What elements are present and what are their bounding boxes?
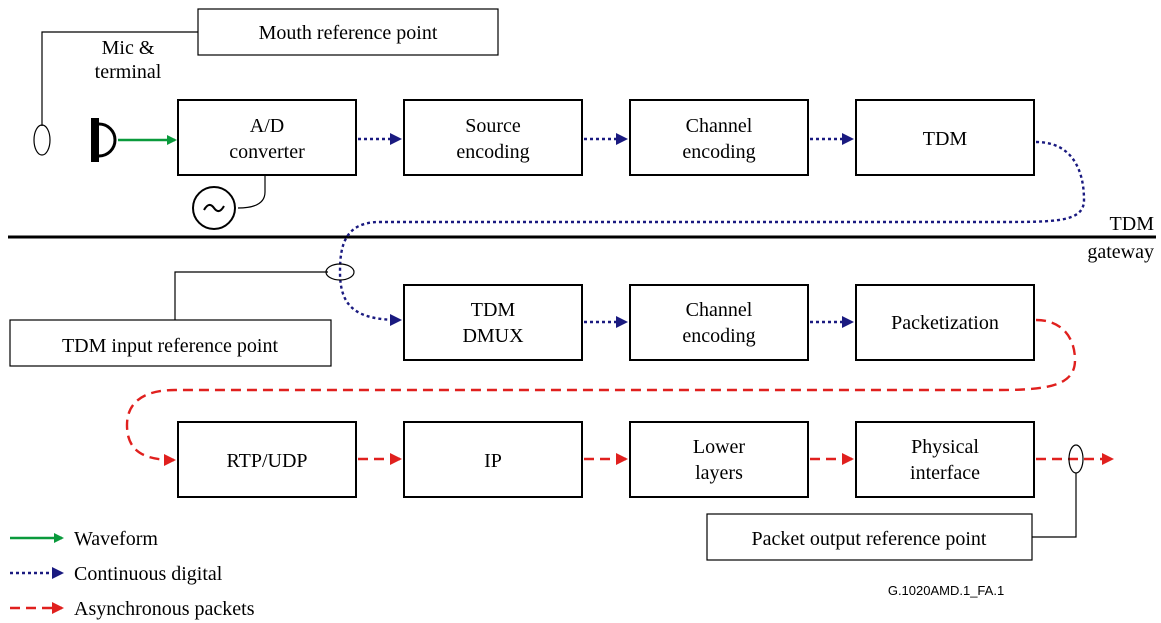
- oscillator-icon: [192, 176, 266, 230]
- arrow-tdm-to-dmux: [338, 140, 1086, 326]
- mouth-reference-marker: [33, 124, 51, 156]
- svg-text:TDM: TDM: [471, 299, 516, 321]
- svg-text:Source: Source: [465, 115, 521, 137]
- figure-code: G.1020AMD.1_FA.1: [888, 583, 1004, 598]
- svg-text:DMUX: DMUX: [462, 325, 524, 347]
- legend-digital-label: Continuous digital: [74, 563, 223, 585]
- tdm-input-reference-box: [9, 319, 332, 367]
- tdm-input-reference-leader: [174, 271, 328, 320]
- rtp-udp-box: RTP/UDP: [177, 421, 357, 498]
- svg-text:TDM: TDM: [923, 128, 968, 150]
- svg-text:Channel: Channel: [686, 115, 753, 137]
- svg-text:Packetization: Packetization: [891, 312, 999, 334]
- svg-text:encoding: encoding: [456, 141, 529, 163]
- mic-terminal-label-line2: terminal: [95, 61, 162, 83]
- svg-text:encoding: encoding: [682, 141, 755, 163]
- legend: Waveform Continuous digital Asynchronous…: [10, 528, 255, 620]
- packet-output-reference-box: [706, 513, 1033, 561]
- svg-text:interface: interface: [910, 462, 980, 484]
- tdm-dmux-box: TDM DMUX: [403, 284, 583, 361]
- legend-waveform-label: Waveform: [74, 528, 158, 550]
- svg-text:encoding: encoding: [682, 325, 755, 347]
- channel-encoding-box-2: Channel encoding: [629, 284, 809, 361]
- svg-text:A/D: A/D: [250, 115, 284, 137]
- mic-terminal-label-line1: Mic &: [102, 37, 155, 59]
- tdm-input-reference-label: TDM input reference point: [62, 335, 278, 357]
- ip-box: IP: [403, 421, 583, 498]
- source-encoding-box: Source encoding: [403, 99, 583, 176]
- lower-layers-box: Lower layers: [629, 421, 809, 498]
- tdm-input-reference-marker: [325, 263, 355, 281]
- svg-text:converter: converter: [229, 141, 305, 163]
- svg-text:layers: layers: [695, 462, 743, 484]
- mouth-reference-label: Mouth reference point: [259, 22, 438, 44]
- tdm-box: TDM: [855, 99, 1035, 176]
- svg-text:Physical: Physical: [911, 436, 979, 458]
- svg-text:RTP/UDP: RTP/UDP: [226, 450, 307, 472]
- tdm-gateway-label-line2: gateway: [1087, 241, 1154, 263]
- mouth-reference-leader: [41, 31, 198, 126]
- tdm-gateway-label-line1: TDM: [1110, 213, 1155, 235]
- svg-text:Channel: Channel: [686, 299, 753, 321]
- microphone-icon: [91, 118, 117, 162]
- arrow-packetization-to-rtp: [125, 318, 1077, 466]
- packetization-box: Packetization: [855, 284, 1035, 361]
- svg-text:Lower: Lower: [693, 436, 746, 458]
- channel-encoding-box: Channel encoding: [629, 99, 809, 176]
- mouth-reference-box: [197, 8, 499, 56]
- legend-packets-label: Asynchronous packets: [74, 598, 255, 620]
- physical-interface-box: Physical interface: [855, 421, 1035, 498]
- ad-converter-box: A/D converter: [177, 99, 357, 176]
- packet-output-reference-leader: [1032, 473, 1077, 538]
- packet-output-reference-label: Packet output reference point: [752, 528, 987, 550]
- svg-text:IP: IP: [484, 450, 502, 472]
